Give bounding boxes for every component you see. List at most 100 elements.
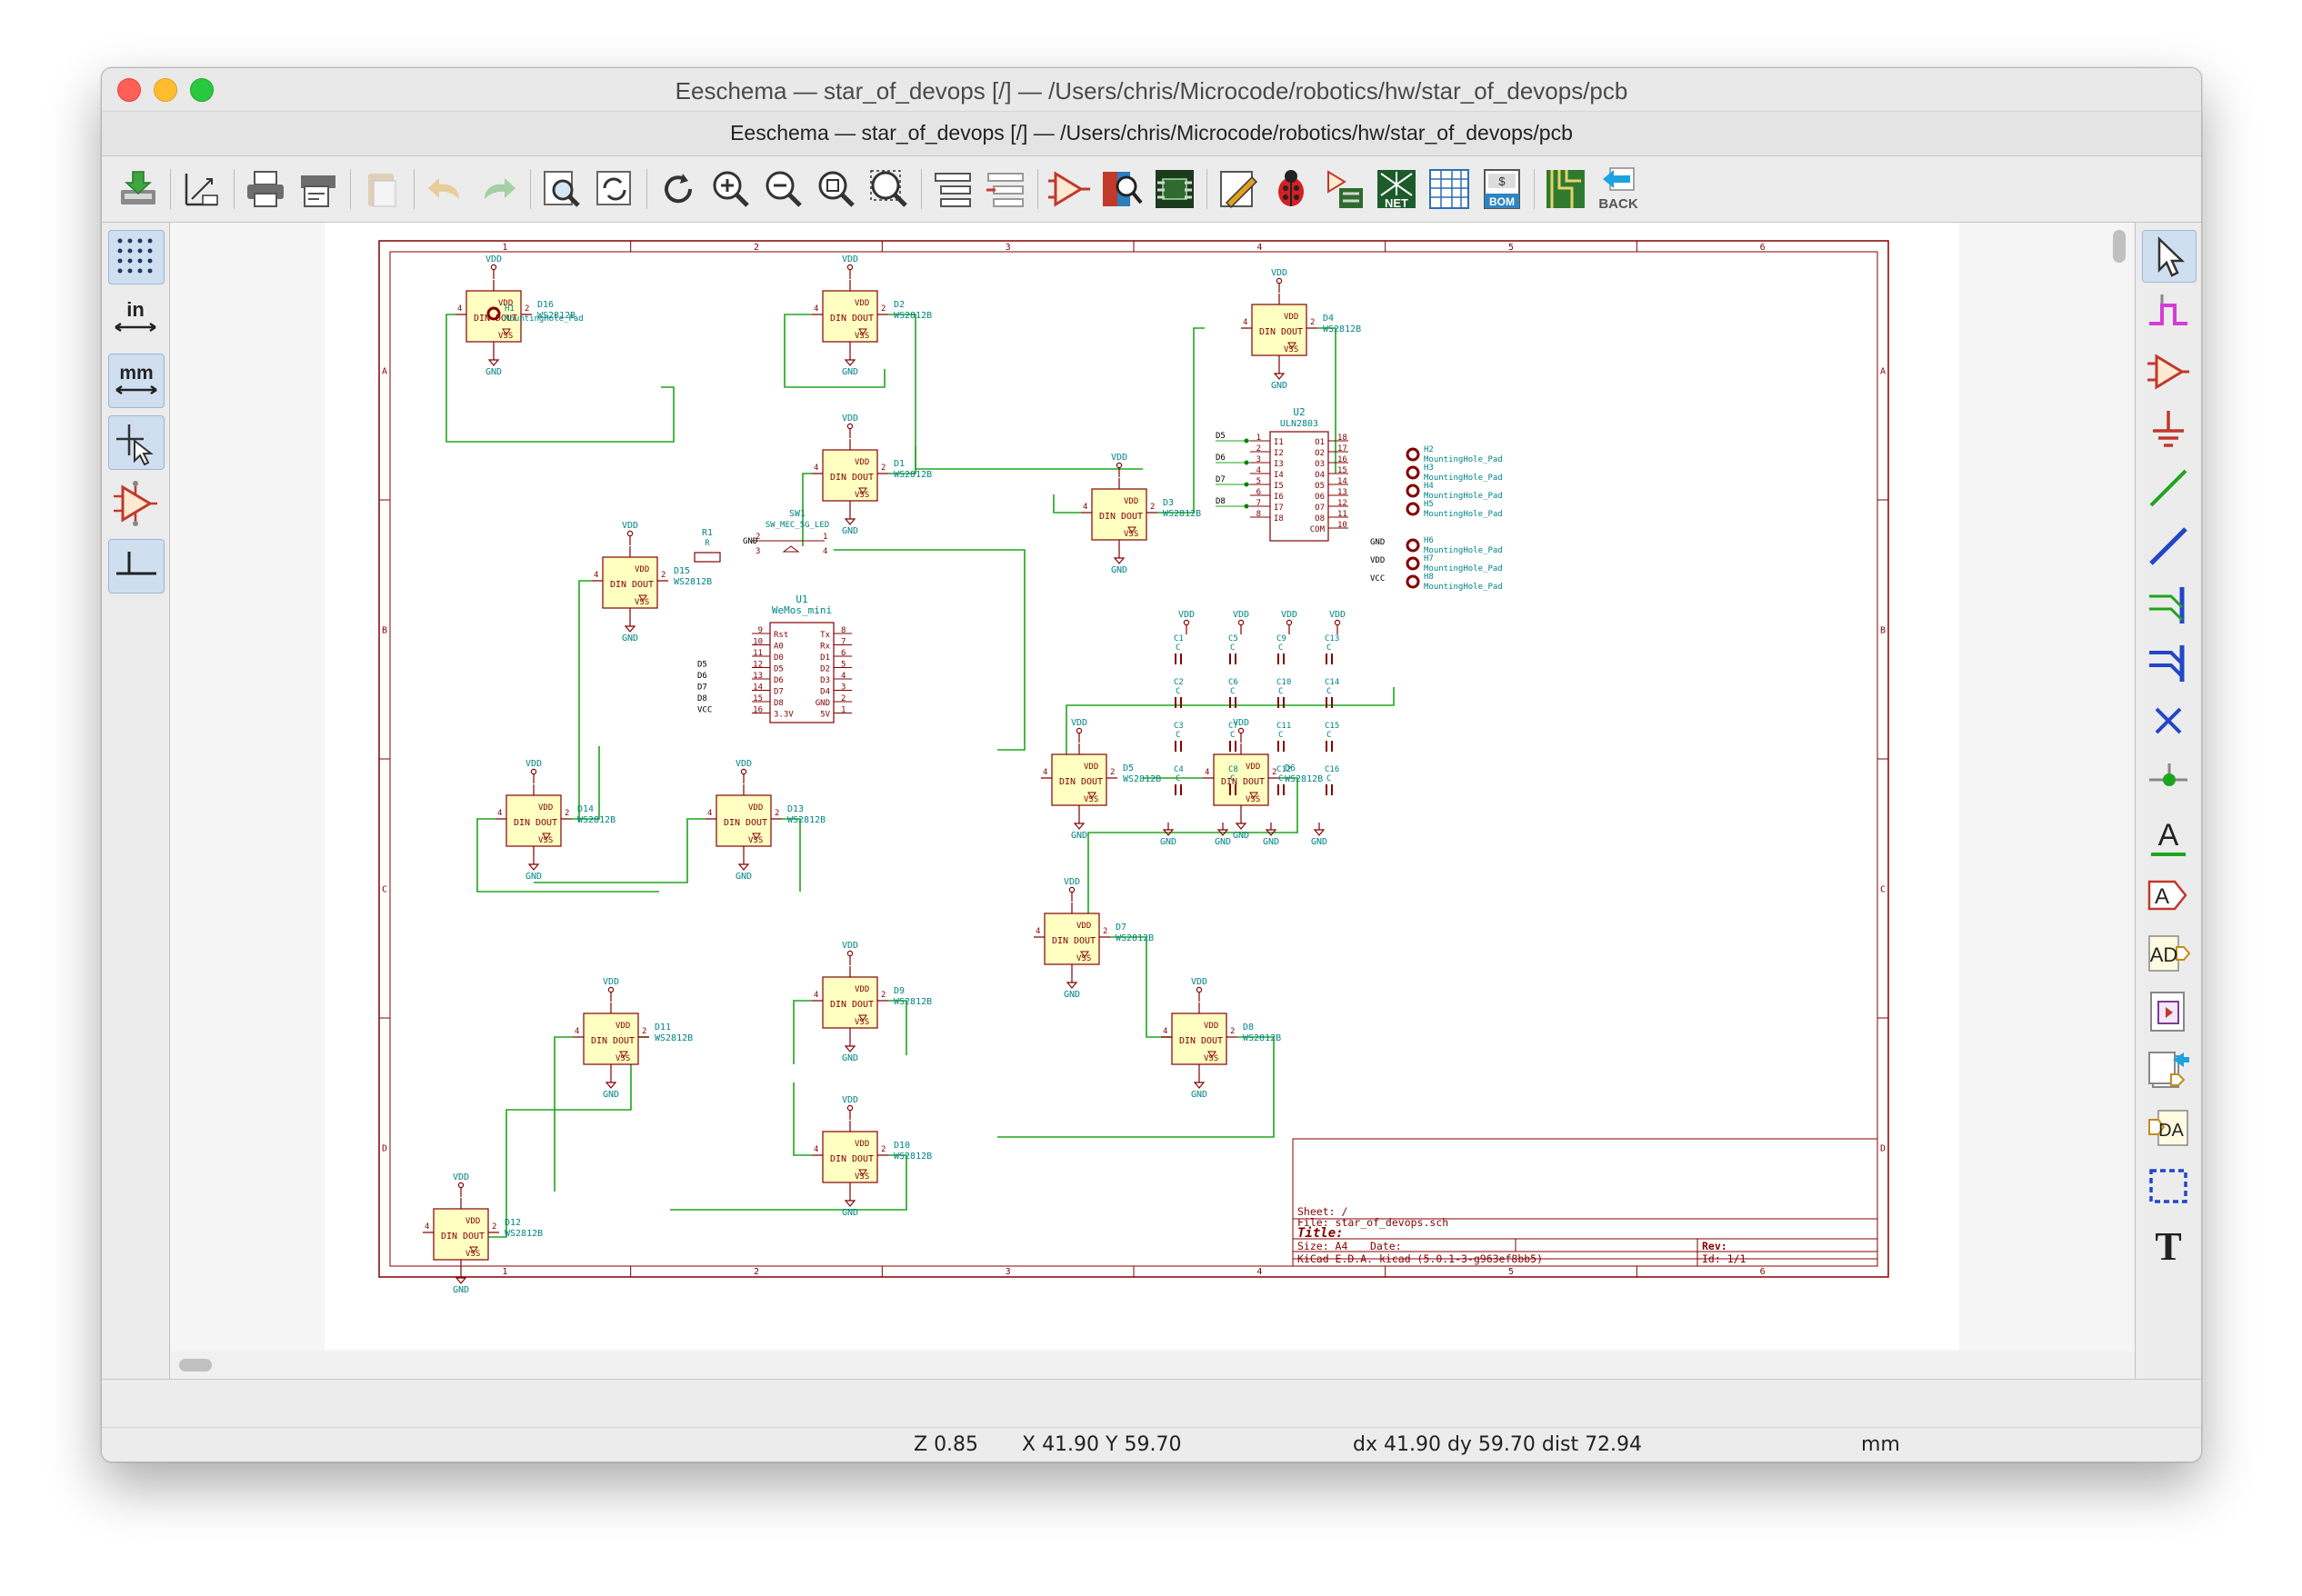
- erc-button[interactable]: [1266, 165, 1316, 214]
- add-power-button[interactable]: [2142, 404, 2195, 455]
- u2-pin-name: O7: [1315, 504, 1325, 513]
- add-rectangle-button[interactable]: [2142, 1161, 2195, 1212]
- back-button[interactable]: BACK: [1594, 165, 1643, 214]
- undo-button[interactable]: [421, 165, 470, 214]
- zoom-in-button[interactable]: [706, 165, 756, 214]
- millimeters-units-button[interactable]: mm: [108, 354, 165, 408]
- led-vdd-pin-label: VDD: [855, 458, 869, 467]
- u2-pin-name: I4: [1274, 471, 1284, 480]
- gnd-label: GND: [1271, 381, 1287, 391]
- symbol-editor-button[interactable]: [1045, 165, 1094, 214]
- add-symbol-button[interactable]: [2142, 346, 2195, 397]
- gnd-symbol: [844, 1193, 856, 1207]
- u2-pin-name: I6: [1274, 493, 1284, 502]
- full-cursor-button[interactable]: [108, 415, 165, 470]
- led-reference: D2: [894, 300, 905, 310]
- capacitor-value: C: [1326, 687, 1331, 696]
- add-hierarchical-label-button[interactable]: AD: [2142, 928, 2195, 979]
- footprint-editor-button[interactable]: [1150, 165, 1199, 214]
- hierarchy-navigator-button[interactable]: [928, 165, 977, 214]
- u1-pin-name: D5: [774, 665, 784, 674]
- horizontal-scroll-thumb[interactable]: [179, 1359, 212, 1372]
- hierarchical-label-glyph: AD: [2150, 943, 2178, 966]
- u1-pin-number: 16: [753, 706, 763, 715]
- print-button[interactable]: [241, 165, 290, 214]
- led-pin-number: 2: [881, 304, 886, 314]
- find-button[interactable]: [537, 165, 586, 214]
- annotate-button[interactable]: [1214, 165, 1263, 214]
- u2-pin-name: O4: [1315, 471, 1325, 480]
- highlight-net-button[interactable]: [2142, 288, 2195, 339]
- select-tool-button[interactable]: [2142, 230, 2197, 283]
- horizontal-scrollbar[interactable]: [170, 1352, 2135, 1379]
- led-diode-mark: [1287, 342, 1296, 349]
- zoom-fit-button[interactable]: [812, 165, 861, 214]
- millimeters-icon: mm: [115, 363, 157, 395]
- title-block-rev: Rev:: [1702, 1240, 1727, 1252]
- page-settings-button[interactable]: [177, 165, 226, 214]
- capacitor-value: C: [1230, 687, 1235, 696]
- import-sheet-pin-button[interactable]: [2142, 1044, 2195, 1095]
- refresh-button[interactable]: [654, 165, 703, 214]
- add-global-label-button[interactable]: A: [2142, 870, 2195, 921]
- led-pin-number: 2: [525, 304, 529, 314]
- redo-button[interactable]: [474, 165, 523, 214]
- title-bar: Eeschema — star_of_devops [/] — /Users/c…: [102, 68, 2201, 112]
- add-net-label-button[interactable]: A: [2142, 812, 2195, 863]
- wire-segment: [578, 580, 592, 823]
- print-icon: [247, 171, 284, 207]
- pcbnew-button[interactable]: [1541, 165, 1590, 214]
- wire-angle-button[interactable]: [108, 539, 165, 594]
- mounting-hole-symbol: [1406, 556, 1420, 571]
- save-button[interactable]: [114, 165, 163, 214]
- zoom-window-button[interactable]: [190, 78, 214, 102]
- led-din-label: DIN: [724, 818, 740, 828]
- gnd-label: GND: [1263, 837, 1279, 847]
- add-junction-button[interactable]: [2142, 753, 2195, 804]
- text-tool-glyph: T: [2155, 1224, 2181, 1267]
- netlist-button[interactable]: NET: [1372, 165, 1421, 214]
- find-replace-button[interactable]: [590, 165, 639, 214]
- vertical-scroll-thumb[interactable]: [2113, 230, 2126, 263]
- add-hierarchical-sheet-button[interactable]: [2142, 986, 2195, 1037]
- bus-definitions-button[interactable]: [1425, 165, 1474, 214]
- wire-segment: [670, 1154, 907, 1211]
- led-din-label: DIN: [1259, 327, 1276, 337]
- no-connect-button[interactable]: [2142, 695, 2195, 746]
- show-grid-button[interactable]: [108, 230, 165, 284]
- minimize-window-button[interactable]: [154, 78, 177, 102]
- led-pin-number: 4: [575, 1027, 579, 1036]
- assign-footprints-button[interactable]: [1319, 165, 1368, 214]
- add-bus-button[interactable]: [2142, 521, 2195, 572]
- u2-net-label: D7: [1216, 475, 1226, 484]
- led-pins: [1161, 1002, 1237, 1075]
- symbol-library-browser-button[interactable]: [1097, 165, 1146, 214]
- bom-button[interactable]: $BOM: [1477, 165, 1526, 214]
- zoom-selection-button[interactable]: [865, 165, 914, 214]
- hidden-pins-button[interactable]: [108, 477, 163, 530]
- led-value: WS2812B: [674, 577, 712, 587]
- bus-to-bus-entry-button[interactable]: [2142, 637, 2195, 688]
- u2-pin-name: I2: [1274, 449, 1284, 458]
- left-toolbar: in mm: [102, 223, 170, 1379]
- led-value: WS2812B: [1123, 774, 1161, 784]
- capacitor-plates: [1326, 697, 1333, 708]
- vdd-label: VDD: [736, 759, 752, 769]
- close-window-button[interactable]: [117, 78, 141, 102]
- vdd-symbol: [846, 264, 854, 271]
- plot-button[interactable]: [294, 165, 343, 214]
- gnd-label: GND: [1191, 1090, 1207, 1100]
- zoom-out-button[interactable]: [759, 165, 808, 214]
- vdd-symbol: [846, 950, 854, 957]
- led-vdd-pin-label: VDD: [748, 803, 763, 813]
- add-hierarchical-pin-button[interactable]: DA: [2142, 1102, 2195, 1153]
- leave-sheet-button[interactable]: [981, 165, 1030, 214]
- add-wire-button[interactable]: [2142, 463, 2195, 514]
- wire-to-bus-entry-button[interactable]: [2142, 579, 2195, 630]
- paste-button[interactable]: [357, 165, 406, 214]
- add-text-button[interactable]: T: [2142, 1219, 2195, 1270]
- u1-pin-number: 6: [841, 649, 846, 658]
- inches-units-button[interactable]: in: [108, 292, 163, 344]
- save-icon: [121, 171, 155, 204]
